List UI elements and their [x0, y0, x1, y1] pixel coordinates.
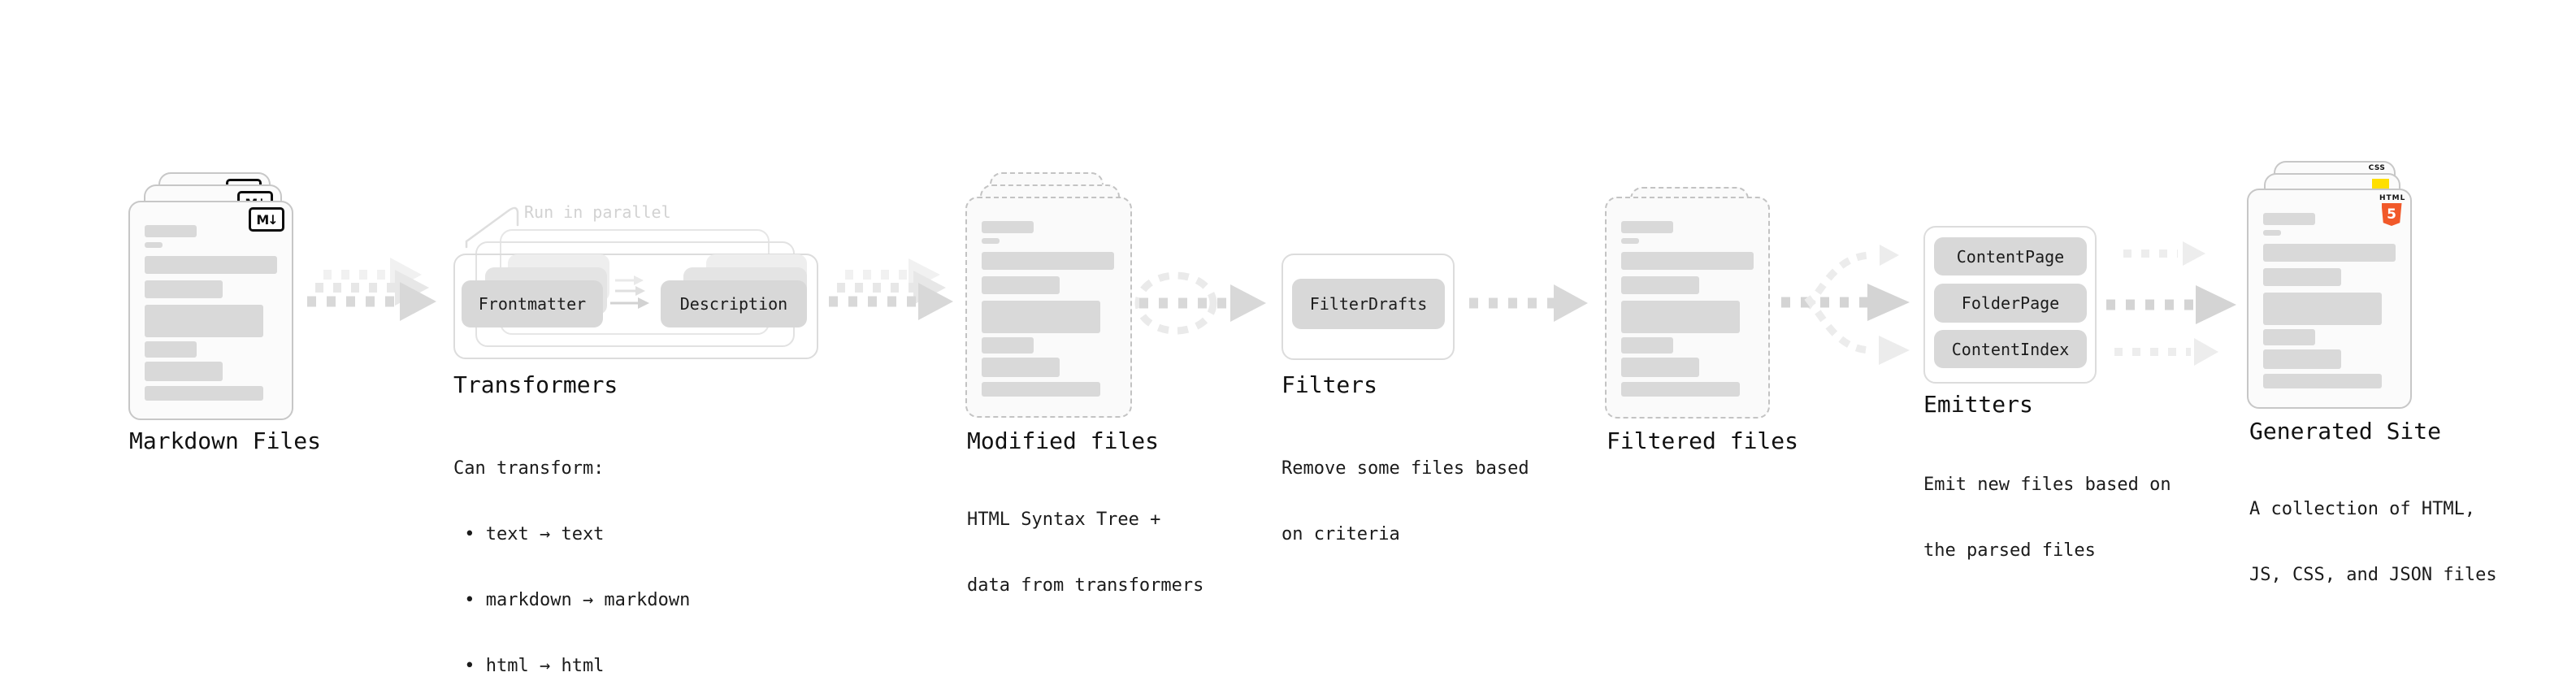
placeholder-text-bar: [982, 276, 1060, 294]
emitters-description: Emit new files based on the parsed files: [1923, 430, 2171, 605]
markdown-icon: M↓: [249, 207, 284, 232]
placeholder-text-bar: [1621, 337, 1673, 354]
placeholder-text-bar: [1621, 301, 1740, 333]
placeholder-text-bar: [145, 362, 223, 381]
arrow-filters-to-filtered: [1469, 284, 1588, 322]
html5-icon-text: HTML: [2379, 194, 2406, 202]
generated-site-label: Generated Site: [2249, 418, 2442, 445]
description-line: HTML Syntax Tree +: [967, 510, 1161, 530]
description-line: • markdown → markdown: [453, 590, 691, 610]
placeholder-text-bar: [145, 305, 263, 337]
placeholder-text-bar: [982, 252, 1114, 270]
description-pill: Description: [661, 280, 807, 327]
placeholder-text-bar: [1621, 276, 1699, 294]
placeholder-text-bar: [1621, 358, 1699, 377]
emitters-label: Emitters: [1923, 391, 2033, 418]
placeholder-text-bar: [1621, 238, 1639, 244]
transformers-label: Transformers: [453, 371, 618, 398]
document-placeholder-content: [1607, 198, 1768, 417]
filterdrafts-pill: FilterDrafts: [1292, 279, 1445, 329]
placeholder-text-bar: [2263, 374, 2382, 388]
description-line: the parsed files: [1923, 540, 2096, 561]
placeholder-text-bar: [145, 280, 223, 298]
placeholder-text-bar: [982, 382, 1100, 397]
html5-icon-shield: 5: [2381, 203, 2402, 226]
markdown-files-label: Markdown Files: [129, 427, 322, 454]
placeholder-text-bar: [982, 301, 1100, 333]
merge-loop: [1134, 271, 1217, 335]
arrow-emitters-to-site: [2106, 241, 2236, 366]
modified-files-description: HTML Syntax Tree + data from transformer…: [967, 465, 1203, 640]
description-line: Remove some files based: [1281, 458, 1529, 479]
generated-site-description: A collection of HTML, JS, CSS, and JSON …: [2249, 454, 2497, 630]
placeholder-text-bar: [145, 386, 263, 401]
html5-icon: HTML 5: [2379, 194, 2406, 226]
markdown-file-card-front: M↓: [128, 201, 293, 420]
contentpage-pill: ContentPage: [1934, 237, 2087, 275]
transformers-container-front: [453, 254, 818, 359]
placeholder-text-bar: [982, 358, 1060, 377]
description-line: Can transform:: [453, 458, 605, 479]
description-line: Emit new files based on: [1923, 475, 2171, 495]
placeholder-text-bar: [2263, 244, 2396, 262]
modified-files-label: Modified files: [967, 427, 1160, 454]
folderpage-pill: FolderPage: [1934, 284, 2087, 323]
placeholder-text-bar: [1621, 252, 1754, 270]
description-line: • html → html: [453, 656, 605, 676]
placeholder-text-bar: [145, 341, 197, 358]
filters-label: Filters: [1281, 371, 1378, 398]
description-line: A collection of HTML,: [2249, 499, 2476, 519]
css-icon-text: CSS: [2368, 164, 2386, 172]
placeholder-text-bar: [2263, 230, 2281, 236]
placeholder-text-bar: [982, 337, 1034, 354]
filtered-files-label: Filtered files: [1607, 427, 1799, 454]
placeholder-text-bar: [145, 242, 163, 248]
document-placeholder-content: [967, 198, 1130, 416]
description-line: JS, CSS, and JSON files: [2249, 565, 2497, 585]
filtered-file-card-front: [1605, 197, 1770, 419]
placeholder-text-bar: [2263, 268, 2341, 286]
placeholder-text-bar: [2263, 213, 2315, 225]
description-line: on criteria: [1281, 524, 1400, 544]
placeholder-text-bar: [982, 221, 1034, 233]
site-file-card-front: HTML 5: [2247, 189, 2412, 409]
arrow-filtered-to-emitters: [1781, 245, 1910, 365]
placeholder-text-bar: [2263, 349, 2341, 369]
frontmatter-pill: Frontmatter: [462, 280, 603, 327]
placeholder-text-bar: [145, 225, 197, 237]
placeholder-text-bar: [982, 238, 1000, 244]
placeholder-text-bar: [1621, 382, 1740, 397]
placeholder-text-bar: [2263, 329, 2315, 345]
filters-description: Remove some files based on criteria: [1281, 414, 1529, 589]
transformers-description: Can transform: • text → text • markdown …: [453, 414, 690, 681]
arrow-transformers-to-modified: [829, 258, 953, 320]
run-in-parallel-annotation: Run in parallel: [524, 202, 671, 222]
description-line: • text → text: [453, 524, 605, 544]
annotation-leader-line: [465, 206, 519, 249]
parallel-run-arrows: [610, 275, 649, 309]
js-icon: [2372, 179, 2389, 189]
modified-file-card-front: [965, 197, 1132, 418]
arrow-markdown-to-transformers: [307, 258, 436, 321]
placeholder-text-bar: [2263, 293, 2382, 325]
contentindex-pill: ContentIndex: [1934, 330, 2087, 368]
document-placeholder-content: [2249, 190, 2410, 407]
document-placeholder-content: [130, 202, 292, 419]
arrow-modified-to-filters: [1134, 271, 1266, 335]
description-line: data from transformers: [967, 575, 1204, 596]
placeholder-text-bar: [145, 256, 277, 274]
placeholder-text-bar: [1621, 221, 1673, 233]
